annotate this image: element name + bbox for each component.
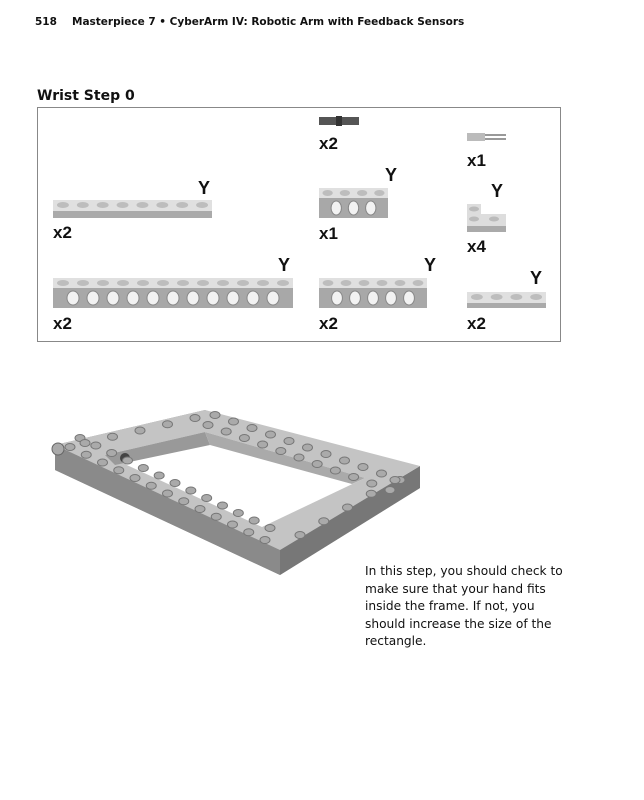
page-number: 518 — [35, 16, 57, 28]
frame-studs — [64, 411, 406, 544]
pin-dark-part — [319, 116, 359, 126]
beam-1x12-part — [53, 278, 293, 308]
beam-1x12-count: x2 — [53, 314, 72, 333]
plate-corner-count: x4 — [467, 237, 486, 256]
beam-1x4-count: x1 — [319, 224, 338, 243]
pin-dark-count: x2 — [319, 134, 338, 153]
beam-1x6-count: x2 — [319, 314, 338, 333]
plate-1x8-color-mark: Y — [198, 178, 211, 198]
beam-1x6-color-mark: Y — [424, 255, 437, 275]
instruction-text: In this step, you should check to make s… — [365, 564, 563, 648]
plate-1x8-count: x2 — [53, 223, 72, 242]
beam-1x12-color-mark: Y — [278, 255, 291, 275]
beam-1x4-part — [319, 188, 388, 218]
step-title: Wrist Step 0 — [37, 88, 135, 104]
plate-corner-part — [467, 204, 506, 232]
plate-1x8-part — [53, 200, 212, 218]
running-head: Masterpiece 7 • CyberArm IV: Robotic Arm… — [72, 16, 465, 28]
beam-1x6-part — [319, 278, 427, 308]
axle-pin-part — [467, 133, 506, 141]
plate-1x4-color-mark: Y — [530, 268, 543, 288]
beam-1x4-color-mark: Y — [385, 165, 398, 185]
plate-corner-color-mark: Y — [491, 181, 504, 201]
axle-pin-count: x1 — [467, 151, 486, 170]
plate-1x4-count: x2 — [467, 314, 486, 333]
plate-1x4-part — [467, 292, 546, 308]
